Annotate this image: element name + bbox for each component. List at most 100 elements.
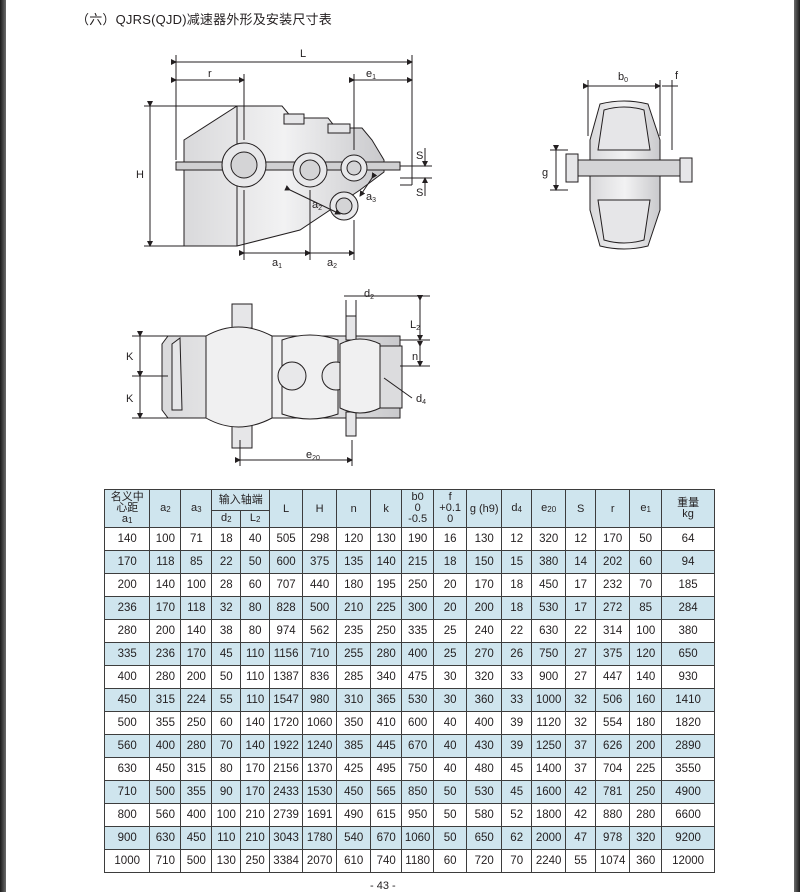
table-cell: 39 <box>501 711 533 735</box>
col-k: k <box>370 489 403 528</box>
table-cell: 650 <box>466 826 503 850</box>
table-cell: 100 <box>629 619 663 643</box>
table-cell: 30 <box>433 688 468 712</box>
table-cell: 3043 <box>269 826 304 850</box>
label-K-top: K <box>126 351 134 363</box>
table-cell: 170 <box>240 757 271 781</box>
table-cell: 26 <box>501 642 533 666</box>
table-cell: 800 <box>103 803 151 827</box>
table-cell: 380 <box>661 619 715 643</box>
table-cell: 280 <box>149 665 182 689</box>
label-a2: a2 <box>327 257 337 270</box>
table-cell: 232 <box>595 573 631 597</box>
table-cell: 450 <box>336 780 372 804</box>
table-cell: 450 <box>180 826 213 850</box>
table-cell: 375 <box>302 550 338 574</box>
col-e1: e1 <box>629 489 663 528</box>
side-view-labels: b0 f g <box>542 70 679 179</box>
table-cell: 1720 <box>269 711 304 735</box>
table-cell: 37 <box>565 757 597 781</box>
table-cell: 200 <box>149 619 182 643</box>
table-cell: 1000 <box>103 849 151 873</box>
table-cell: 240 <box>466 619 503 643</box>
table-cell: 15 <box>501 550 533 574</box>
table-cell: 1410 <box>661 688 715 712</box>
table-cell: 45 <box>501 780 533 804</box>
label-S-top: S <box>416 150 423 162</box>
table-cell: 270 <box>466 642 503 666</box>
table-cell: 1400 <box>531 757 567 781</box>
table-cell: 236 <box>149 642 182 666</box>
table-cell: 170 <box>180 642 213 666</box>
table-cell: 615 <box>370 803 403 827</box>
table-cell: 1180 <box>401 849 435 873</box>
table-cell: 1060 <box>302 711 338 735</box>
table-cell: 1600 <box>531 780 567 804</box>
table-cell: 880 <box>595 803 631 827</box>
col-g: g (h9) <box>466 489 503 528</box>
side-view <box>550 80 693 250</box>
table-cell: 340 <box>370 665 403 689</box>
table-cell: 980 <box>302 688 338 712</box>
table-cell: 200 <box>103 573 151 597</box>
table-cell: 17 <box>565 596 597 620</box>
col-weight: 重量 kg <box>661 489 715 528</box>
table-cell: 600 <box>401 711 435 735</box>
table-cell: 25 <box>433 619 468 643</box>
table-cell: 32 <box>565 688 597 712</box>
table-cell: 200 <box>180 665 213 689</box>
table-cell: 255 <box>336 642 372 666</box>
table-cell: 506 <box>595 688 631 712</box>
label-a3: a3 <box>366 191 376 204</box>
label-n: n <box>412 351 418 363</box>
table-cell: 740 <box>370 849 403 873</box>
table-cell: 530 <box>401 688 435 712</box>
table-cell: 2433 <box>269 780 304 804</box>
table-cell: 140 <box>103 527 151 551</box>
table-cell: 300 <box>401 596 435 620</box>
table-cell: 315 <box>180 757 213 781</box>
table-cell: 750 <box>401 757 435 781</box>
table-cell: 360 <box>466 688 503 712</box>
table-cell: 110 <box>240 688 271 712</box>
table-cell: 450 <box>531 573 567 597</box>
table-cell: 630 <box>149 826 182 850</box>
table-cell: 62 <box>501 826 533 850</box>
table-cell: 2156 <box>269 757 304 781</box>
table-cell: 33 <box>501 665 533 689</box>
table-cell: 33 <box>501 688 533 712</box>
label-L: L <box>300 48 306 60</box>
label-K-bottom: K <box>126 393 134 405</box>
table-cell: 27 <box>565 665 597 689</box>
table-cell: 650 <box>661 642 715 666</box>
table-cell: 210 <box>240 803 271 827</box>
table-cell: 12 <box>501 527 533 551</box>
table-cell: 27 <box>565 642 597 666</box>
label-d2: d2 <box>364 288 374 301</box>
table-cell: 130 <box>211 849 242 873</box>
col-a3: a3 <box>180 489 213 528</box>
table-cell: 335 <box>401 619 435 643</box>
table-cell: 85 <box>180 550 213 574</box>
table-cell: 3384 <box>269 849 304 873</box>
table-cell: 100 <box>180 573 213 597</box>
table-cell: 1074 <box>595 849 631 873</box>
table-cell: 50 <box>433 780 468 804</box>
table-cell: 130 <box>466 527 503 551</box>
table-cell: 781 <box>595 780 631 804</box>
table-cell: 50 <box>211 665 242 689</box>
table-cell: 4900 <box>661 780 715 804</box>
table-cell: 85 <box>629 596 663 620</box>
table-cell: 195 <box>370 573 403 597</box>
table-cell: 1530 <box>302 780 338 804</box>
right-page-edge <box>794 0 800 892</box>
table-cell: 3550 <box>661 757 715 781</box>
table-cell: 70 <box>211 734 242 758</box>
col-input-shaft: 输入轴端 <box>211 489 271 511</box>
col-a2: a2 <box>149 489 182 528</box>
